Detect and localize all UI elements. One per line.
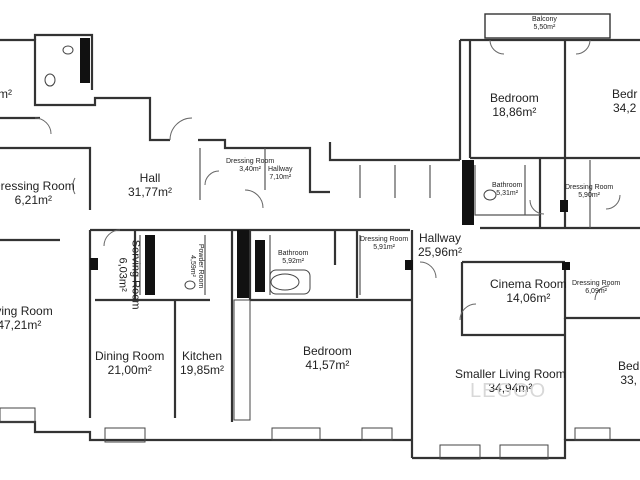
room-name: Dressing Room [0,179,75,193]
room-area: 21,00m² [107,362,152,377]
room-area: 25,96m² [418,244,463,259]
room-name: Living Room [0,304,53,318]
room-name: Hall [139,171,161,185]
room-label-bedroom-bottom-right: Bed 33, [618,359,640,388]
room-area: 19,85m² [180,362,225,377]
fixtures [44,45,497,295]
room-area: 3,40m² [239,166,262,174]
room-name: Dressing Room [572,280,621,287]
room-label-dressing-a: Dressing Room 3,40m² [226,158,274,174]
room-name: Dressing Room [565,184,614,191]
room-area: 7,10m² [269,174,292,182]
room-label-bathroom-a: Bathroom 5,92m² [278,250,308,266]
room-label-dressing-left: Dressing Room 6,21m² [0,179,75,208]
room-area: 6,03m² [116,257,129,292]
room-name: Smaller Living Room [455,367,566,381]
room-label-hall: Hall 31,77m² [128,171,173,200]
room-label-living: Living Room 47,21m² [0,304,53,333]
room-label-serving: Serving Room 6,03m² [116,239,142,310]
room-area: 41,57m² [305,357,350,372]
room-name: Serving Room [129,239,142,310]
room-area: 47,21m² [0,317,42,332]
doors [34,39,621,321]
room-area: 5,90m² [578,192,601,200]
watermark: LEGGO [470,380,547,402]
room-area: 6,21m² [14,192,53,207]
room-label-hallway-main: Hallway 25,96m² [418,231,463,260]
room-area: 33, [620,372,638,387]
room-label-cinema: Cinema Room 14,06m² [490,277,567,306]
room-area: 18,86m² [492,104,537,119]
structural-columns [80,38,570,298]
room-name: Hallway [419,231,462,245]
room-name: Kitchen [182,349,223,363]
room-name: Powder Room [197,243,205,289]
room-label-dressing-c: Dressing Room 5,90m² [565,184,613,200]
room-name: Balcony [532,16,557,23]
room-area: 5,92m² [282,258,305,266]
inner-walls [139,148,591,295]
room-label-bedroom-top: Bedroom 18,86m² [490,91,539,120]
room-label-hallway-a: Hallway 7,10m² [268,166,293,182]
room-area: 5,31m² [496,190,519,198]
room-label-bedroom-top-right: Bedr 34,2 [612,87,638,116]
room-name: Dining Room [95,349,165,363]
room-area: 4,59m² [189,255,197,277]
room-area: 34,2 [613,100,637,115]
room-name: Bedroom [490,91,539,105]
room-name: Bedr [612,87,638,101]
room-area: 6,09m² [585,288,608,296]
room-name: Hallway [268,166,293,173]
room-name: Dressing Room [360,236,409,243]
room-label-dining: Dining Room 21,00m² [95,349,165,378]
room-label-dressing-b: Dressing Room 5,91m² [360,236,408,252]
room-area: 31,77m² [128,184,173,199]
room-name: Bedroom [303,344,352,358]
room-name: Bathroom [492,182,523,189]
room-label-dressing-d: Dressing Room 6,09m² [572,280,620,296]
room-name: Bathroom [278,250,309,257]
windows [0,299,611,460]
room-name: Cinema Room [490,277,567,291]
room-name: Bed [618,359,640,373]
room-label-smaller-living: Smaller Living Room 34,94m² [455,367,566,396]
room-label-bathroom-b: Bathroom 5,31m² [492,182,522,198]
room-area: 5,91m² [373,244,396,252]
room-area: 34,94m² [488,380,533,395]
room-area: m² [0,87,12,101]
room-name: Dressing Room [226,158,275,165]
room-label-powder: Powder Room 4,59m² [188,244,204,288]
room-area: 5,50m² [533,24,556,32]
room-area: 14,06m² [506,290,551,305]
room-label-balcony: Balcony 5,50m² [532,16,557,32]
room-label-top-left: m² [0,87,12,102]
room-label-kitchen: Kitchen 19,85m² [180,349,225,378]
room-label-bedroom-center: Bedroom 41,57m² [303,344,352,373]
